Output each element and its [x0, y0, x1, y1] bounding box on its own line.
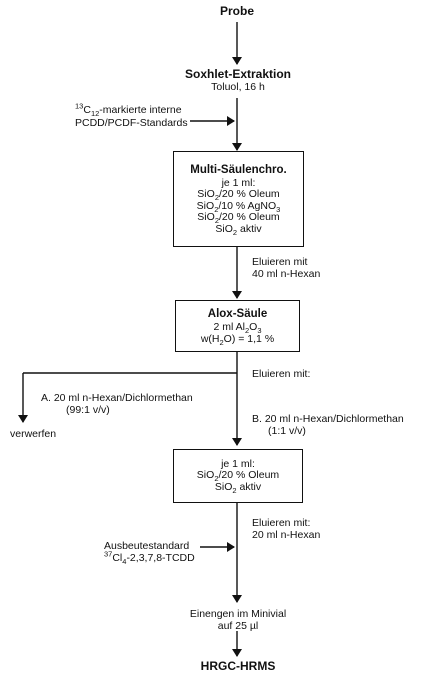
label-branch-a-line2: (99:1 v/v) — [66, 404, 110, 416]
label-branch-b-line2: (1:1 v/v) — [268, 425, 306, 437]
node-concentrate-line1: Einengen im Minivial — [189, 608, 287, 620]
label-branch-b-line1: B. 20 ml n-Hexan/Dichlormethan — [252, 413, 404, 425]
node-soxhlet-title: Soxhlet-Extraktion — [184, 67, 292, 81]
label-elute-final-line2: 20 ml n-Hexan — [252, 529, 321, 541]
box-cleanup-column: je 1 ml: SiO2/20 % Oleum SiO2 aktiv — [173, 449, 303, 503]
node-hrgc-hrms: HRGC-HRMS — [200, 659, 276, 673]
label-elute-hexane-line1: Eluieren mit — [252, 256, 308, 268]
label-recovery-standard-line1: Ausbeutestandard — [104, 540, 190, 552]
cleanup-line-2: SiO2/20 % Oleum — [196, 469, 280, 484]
node-concentrate-line2: auf 25 µl — [217, 620, 259, 632]
multicolumn-line-3: SiO2/10 % AgNO3 — [196, 199, 281, 214]
label-internal-standards-line2: PCDD/PCDF-Standards — [75, 117, 188, 129]
alox-line-1: 2 ml Al2O3 — [213, 321, 262, 336]
multicolumn-line-2: SiO2/20 % Oleum — [197, 188, 280, 203]
box-multicolumn: Multi-Säulenchro. je 1 ml: SiO2/20 % Ole… — [173, 151, 304, 247]
multicolumn-line-4: SiO2/20 % Oleum — [197, 211, 280, 226]
label-elute-hexane-line2: 40 ml n-Hexan — [252, 268, 321, 280]
alox-title: Alox-Säule — [207, 308, 268, 320]
box-alox-column: Alox-Säule 2 ml Al2O3 w(H2O) = 1,1 % — [175, 300, 300, 352]
multicolumn-line-5: SiO2 aktiv — [215, 222, 262, 237]
cleanup-line-3: SiO2 aktiv — [214, 480, 262, 495]
alox-line-2: w(H2O) = 1,1 % — [200, 332, 275, 347]
multicolumn-title: Multi-Säulenchro. — [190, 163, 287, 176]
label-branch-a-line1: A. 20 ml n-Hexan/Dichlormethan — [41, 392, 193, 404]
label-discard: verwerfen — [10, 428, 57, 440]
label-recovery-standard-line2: 37Cl4-2,3,7,8-TCDD — [104, 549, 195, 567]
multicolumn-line-1: je 1 ml: — [221, 176, 256, 189]
cleanup-line-1: je 1 ml: — [221, 457, 255, 470]
label-internal-standards-line1: 13C12-markierte interne — [75, 101, 182, 119]
node-probe: Probe — [219, 4, 255, 18]
label-elute-final-line1: Eluieren mit: — [252, 517, 311, 529]
node-soxhlet-conditions: Toluol, 16 h — [211, 81, 265, 93]
label-elute-with: Eluieren mit: — [252, 368, 311, 380]
